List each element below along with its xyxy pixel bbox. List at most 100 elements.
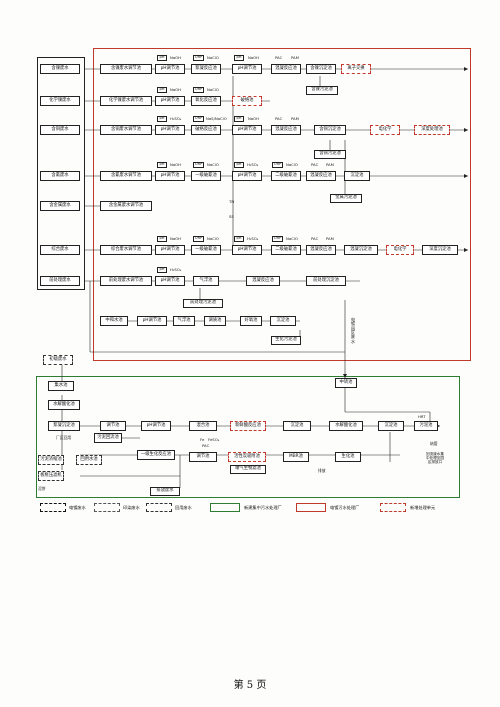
row1-reagent: pH — [157, 55, 167, 61]
row1-reagent: NaOH — [248, 55, 260, 60]
row3-reagent: PAC — [275, 116, 283, 121]
green-lower-box: 调节池 — [189, 452, 217, 462]
row6-reagent: PAC — [311, 236, 319, 241]
row8-box: pH调节池 — [137, 316, 167, 326]
row3-box: pH调节池 — [155, 125, 185, 135]
row1-box: 含镍废水调节池 — [100, 64, 152, 74]
central-plant-zone — [36, 376, 460, 498]
row2-reagent: pH — [157, 87, 167, 93]
row4-box: 含氰废水调节池 — [100, 171, 152, 181]
row3-reagent: PAM — [291, 116, 299, 121]
row6-box: pH调节池 — [155, 245, 185, 255]
row8-box: 沉淀池 — [270, 316, 296, 326]
electroplating-plant-zone — [93, 48, 471, 361]
green-left-box: 污泥回流池 — [94, 433, 122, 443]
legend-swatch-dyeing — [94, 503, 120, 512]
row6-box: 混凝反应池 — [306, 245, 336, 255]
source-metal-wastewater: 含金属废水 — [40, 201, 80, 211]
row6-reagent: NaClO — [207, 236, 219, 241]
row3-new-unit: 电化学 — [370, 125, 400, 135]
legend-swatch-reuse — [146, 503, 172, 512]
page-number: 第 5 页 — [233, 680, 267, 691]
legend-label: 新增处理单元 — [410, 505, 436, 510]
row4-reagent: PAC — [311, 162, 319, 167]
sludge-cake-label: 泥饼 — [38, 486, 46, 491]
green-reagent: PAC — [202, 443, 210, 448]
source-chemical-nickel-wastewater: 化学镍废水 — [40, 96, 80, 106]
green-box: 水解酸化池 — [329, 421, 363, 431]
row1-box: 含镍沉淀池 — [306, 64, 336, 74]
row8-sludge: 生化污泥池 — [271, 336, 301, 345]
green-left-box: 初级废水 — [43, 355, 73, 365]
row7-reagent: H₂SO₄ — [170, 267, 182, 272]
green-box: 调节池 — [100, 421, 126, 431]
legend-label: 回用废水 — [175, 505, 192, 510]
row6-reagent: pH — [234, 236, 244, 242]
row4-reagent: pH — [234, 162, 244, 168]
row3-reagent: pH — [234, 116, 244, 122]
green-side-note: 排放 — [318, 468, 326, 473]
row6-reagent: ORP — [272, 236, 283, 242]
row4-marker: TN — [229, 199, 235, 204]
green-lower-box: 生化池 — [335, 452, 361, 462]
row8-box: 好氧池 — [240, 316, 262, 326]
factory-reuse-label: 厂区回用 — [56, 435, 72, 440]
row6-reagent: NaClO — [286, 236, 298, 241]
row2-reagent: ORP — [193, 87, 204, 93]
row1-reagent: ORP — [193, 55, 204, 61]
legend-label: 电镀污水处理厂 — [330, 505, 360, 510]
row8-box: 中和水池 — [100, 316, 128, 326]
green-box: 沉淀池 — [378, 421, 404, 431]
green-bottom-box: 排放废水 — [150, 487, 180, 496]
row4-reagent: pH — [157, 162, 167, 168]
row1-box: pH调节池 — [155, 64, 185, 74]
row7-sludge: 前处理污泥池 — [183, 299, 223, 308]
green-new-unit: 新鲜酸反应池 — [230, 421, 266, 431]
row7-box: 气浮池 — [193, 276, 219, 286]
row4-reagent: ORP — [193, 162, 204, 168]
green-lower-box: 曝气生物滤池 — [230, 465, 266, 474]
row3-reagent: NaS/NaClO — [206, 116, 227, 121]
green-side-note: HRT — [418, 414, 426, 419]
row6-reagent: pH — [157, 236, 167, 242]
legend-label: 新建集中污水处理厂 — [244, 505, 282, 510]
green-right-note: 回流废水集中处理至园区排放口 — [426, 452, 444, 464]
row1-reagent: PAC — [275, 55, 283, 60]
row3-reagent: ORP — [193, 116, 204, 122]
row3-box: 含铜沉淀池 — [314, 125, 346, 135]
row1-reagent: pH — [234, 55, 244, 61]
row6-box: 综合废水调节池 — [100, 245, 152, 255]
green-reagent: Fe — [200, 437, 205, 442]
legend-swatch-plating — [40, 503, 66, 512]
row6-box: 二级破氰池 — [271, 245, 301, 255]
row4-marker: SS — [229, 214, 234, 219]
row6-box: 一级破氰池 — [191, 245, 221, 255]
green-left-box: 絮凝沉淀池 — [48, 421, 80, 431]
green-reagent: FeSO₄ — [208, 437, 220, 442]
row3-reagent: H₂SO₄ — [170, 116, 182, 121]
row7-box: 混凝反应池 — [246, 276, 280, 286]
row2-new-unit: 破络池 — [232, 96, 262, 106]
row4-box: 混凝反应池 — [306, 171, 336, 181]
green-box: pH调节池 — [141, 421, 171, 431]
green-box: 混合池 — [189, 421, 217, 431]
source-pretreatment-wastewater: 前处理废水 — [40, 276, 80, 286]
row7-box: 前处理沉淀池 — [306, 276, 346, 286]
row3-reagent: pH — [157, 116, 167, 122]
source-cyanide-wastewater: 含氰废水 — [40, 171, 80, 181]
row2-reagent: NaOH — [170, 87, 182, 92]
row1-sludge: 含镍污泥池 — [306, 86, 338, 95]
row1-new-unit: 离子交换 — [341, 64, 371, 74]
row6-reagent: NaOH — [170, 236, 182, 241]
row3-box: 破络反应池 — [191, 125, 221, 135]
green-left-box: 一级生化反应池 — [137, 450, 175, 460]
legend-swatch-new — [380, 503, 406, 512]
source-column-frame — [37, 57, 85, 290]
green-box: 沉淀池 — [283, 421, 311, 431]
green-left-box: 回用水池 — [76, 455, 102, 465]
row6-box: 深度沉淀池 — [422, 245, 458, 255]
green-left-box: 污泥浓缩池 — [38, 455, 64, 465]
row4-reagent: NaOH — [170, 162, 182, 167]
source-copper-wastewater: 含铜废水 — [40, 125, 80, 135]
